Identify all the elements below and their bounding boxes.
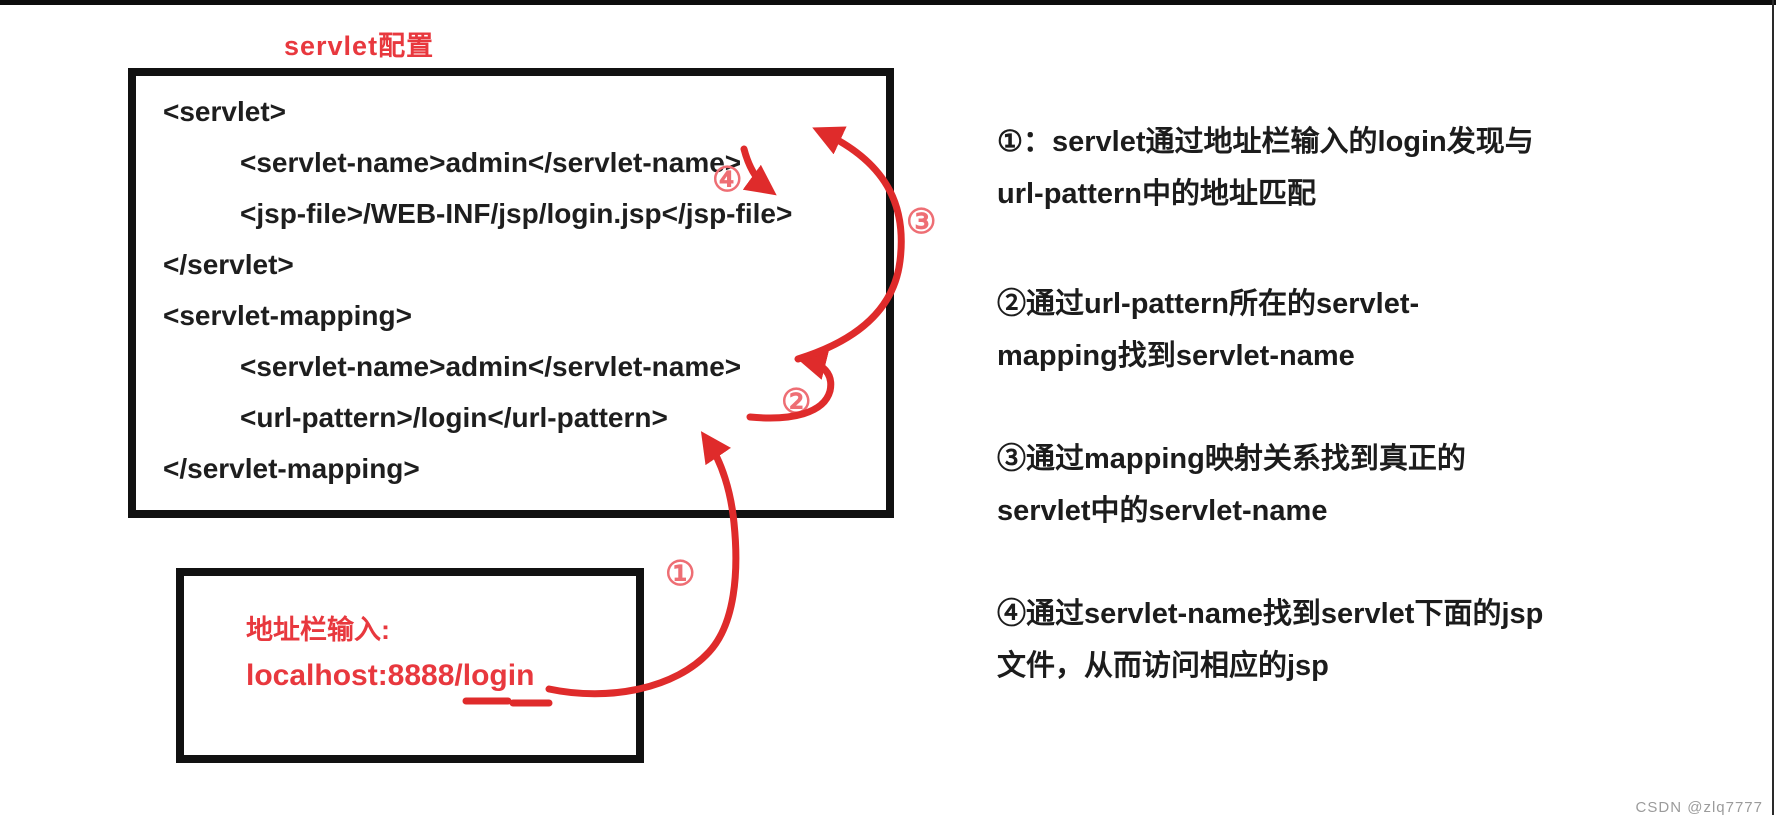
code-line: <url-pattern>/login</url-pattern> xyxy=(240,402,668,433)
note-step-3: ③通过mapping映射关系找到真正的 servlet中的servlet-nam… xyxy=(997,433,1637,537)
circled-number-3: ③ xyxy=(906,203,937,241)
note-step-4: ④通过servlet-name找到servlet下面的jsp 文件，从而访问相应… xyxy=(997,588,1637,692)
note-step-2: ②通过url-pattern所在的servlet- mapping找到servl… xyxy=(997,278,1637,382)
address-bar-url: localhost:8888/login xyxy=(246,659,535,692)
note-line: ②通过url-pattern所在的servlet- xyxy=(997,288,1420,320)
diagram-title: servlet配置 xyxy=(284,31,435,61)
screenshot-right-border xyxy=(1772,0,1774,815)
circled-number-2: ② xyxy=(781,383,812,421)
code-line: </servlet> xyxy=(163,249,294,280)
code-line: <servlet> xyxy=(163,96,286,127)
circled-number-4: ④ xyxy=(712,161,743,199)
note-line: 文件，从而访问相应的jsp xyxy=(997,650,1329,682)
note-line: url-pattern中的地址匹配 xyxy=(997,178,1317,210)
code-line: <jsp-file>/WEB-INF/jsp/login.jsp</jsp-fi… xyxy=(240,198,793,229)
circled-number-1: ① xyxy=(665,555,696,593)
note-line: servlet中的servlet-name xyxy=(997,495,1328,527)
note-line: mapping找到servlet-name xyxy=(997,340,1355,372)
csdn-watermark: CSDN @zlq7777 xyxy=(1635,799,1763,816)
servlet-config-code-box: <servlet> <servlet-name>admin</servlet-n… xyxy=(128,68,894,518)
note-line: ③通过mapping映射关系找到真正的 xyxy=(997,443,1466,475)
screenshot-top-border xyxy=(0,0,1776,5)
code-line: <servlet-name>admin</servlet-name> xyxy=(240,147,742,178)
address-bar-box: 地址栏输入: localhost:8888/login xyxy=(176,568,644,763)
note-line: ④通过servlet-name找到servlet下面的jsp xyxy=(997,598,1544,630)
code-line: </servlet-mapping> xyxy=(163,453,420,484)
code-line: <servlet-mapping> xyxy=(163,300,412,331)
address-bar-label: 地址栏输入: xyxy=(246,615,390,645)
note-line: ①：servlet通过地址栏输入的login发现与 xyxy=(997,126,1534,158)
code-line: <servlet-name>admin</servlet-name> xyxy=(240,351,742,382)
note-step-1: ①：servlet通过地址栏输入的login发现与 url-pattern中的地… xyxy=(997,116,1637,220)
